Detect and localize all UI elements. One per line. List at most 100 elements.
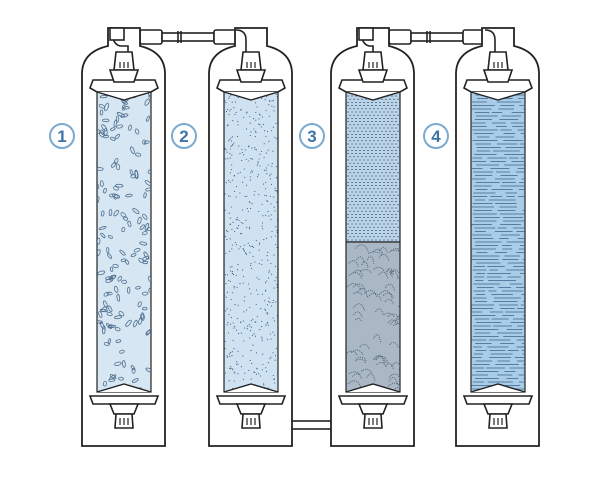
particle-mark bbox=[251, 334, 253, 337]
particle-mark bbox=[244, 327, 246, 329]
granule-mark bbox=[144, 180, 151, 187]
particle-mark bbox=[228, 367, 231, 369]
swirl-mark bbox=[379, 247, 389, 254]
particle-mark bbox=[231, 265, 233, 267]
particle-mark bbox=[254, 135, 256, 138]
granule-mark bbox=[139, 241, 148, 246]
particle-mark bbox=[224, 318, 225, 321]
particle-mark bbox=[258, 373, 260, 375]
granule-mark bbox=[107, 338, 112, 345]
media-texture-1 bbox=[97, 92, 151, 392]
granule-mark bbox=[109, 193, 116, 198]
particle-mark bbox=[269, 333, 271, 335]
granule-mark bbox=[142, 139, 147, 145]
particle-mark bbox=[237, 172, 239, 174]
particle-mark bbox=[224, 193, 226, 195]
granule-mark bbox=[125, 193, 133, 198]
stage-number-3: 3 bbox=[307, 127, 316, 146]
particle-mark bbox=[275, 226, 277, 228]
particle-mark bbox=[261, 203, 263, 205]
swirl-mark bbox=[372, 355, 385, 364]
particle-mark bbox=[267, 164, 269, 166]
particle-mark bbox=[242, 355, 244, 357]
particle-mark bbox=[256, 277, 258, 279]
particle-mark bbox=[255, 149, 257, 151]
particle-mark bbox=[233, 371, 235, 373]
swirl-mark bbox=[366, 255, 375, 264]
particle-mark bbox=[269, 358, 271, 360]
swirl-mark bbox=[387, 319, 398, 326]
particle-mark bbox=[275, 301, 277, 303]
stage-badge-2: 2 bbox=[171, 123, 197, 149]
granule-mark bbox=[97, 320, 103, 324]
particle-mark bbox=[275, 243, 277, 245]
particle-mark bbox=[230, 206, 232, 208]
particle-mark bbox=[224, 236, 226, 238]
swirl-mark bbox=[383, 312, 395, 318]
granule-mark bbox=[97, 167, 104, 171]
particle-mark bbox=[265, 152, 267, 154]
particle-mark bbox=[242, 209, 244, 211]
particle-mark bbox=[249, 179, 251, 181]
particle-mark bbox=[272, 150, 274, 152]
granule-mark bbox=[144, 222, 150, 232]
particle-mark bbox=[275, 235, 277, 237]
particle-mark bbox=[225, 296, 227, 298]
granule-mark bbox=[97, 237, 101, 245]
particle-mark bbox=[271, 230, 273, 233]
particle-mark bbox=[237, 350, 239, 352]
particle-mark bbox=[246, 207, 248, 210]
particle-mark bbox=[232, 144, 234, 146]
particle-mark bbox=[226, 238, 228, 241]
particle-mark bbox=[236, 361, 238, 363]
particle-mark bbox=[233, 287, 235, 289]
particle-mark bbox=[231, 144, 233, 146]
granule-mark bbox=[125, 319, 132, 327]
filter-housing-4 bbox=[455, 27, 540, 447]
particle-mark bbox=[264, 300, 266, 302]
granule-mark bbox=[103, 128, 108, 137]
swirl-mark bbox=[359, 343, 370, 350]
particle-mark bbox=[230, 140, 233, 142]
particle-mark bbox=[263, 169, 265, 171]
granule-mark bbox=[103, 291, 110, 297]
granule-mark bbox=[106, 311, 113, 317]
swirl-mark bbox=[373, 266, 385, 272]
granule-mark bbox=[137, 216, 142, 225]
granule-mark bbox=[111, 193, 121, 199]
particle-mark bbox=[247, 210, 249, 213]
swirl-mark bbox=[356, 256, 365, 263]
particle-mark bbox=[270, 356, 272, 358]
granule-mark bbox=[145, 115, 150, 122]
particle-mark bbox=[275, 347, 277, 349]
granule-mark bbox=[113, 158, 119, 165]
particle-mark bbox=[243, 154, 245, 156]
particle-mark bbox=[267, 324, 270, 326]
particle-mark bbox=[266, 313, 268, 315]
granule-mark bbox=[148, 287, 151, 293]
particle-mark bbox=[249, 134, 251, 137]
particle-mark bbox=[243, 249, 245, 251]
particle-mark bbox=[245, 252, 247, 254]
particle-mark bbox=[239, 192, 241, 194]
particle-mark bbox=[273, 320, 275, 322]
particle-mark bbox=[245, 309, 248, 311]
particle-mark bbox=[226, 355, 228, 357]
particle-mark bbox=[234, 190, 236, 193]
particle-mark bbox=[248, 201, 250, 203]
particle-mark bbox=[269, 175, 271, 177]
particle-mark bbox=[230, 352, 232, 354]
stage-number-4: 4 bbox=[431, 127, 441, 146]
particle-mark bbox=[264, 290, 267, 292]
particle-mark bbox=[237, 304, 239, 306]
media-texture-4 bbox=[471, 94, 525, 390]
particle-mark bbox=[257, 162, 259, 164]
particle-mark bbox=[225, 158, 227, 160]
particle-mark bbox=[274, 359, 276, 361]
swirl-mark bbox=[390, 248, 400, 252]
filter-chamber-3-top bbox=[345, 91, 401, 243]
particle-mark bbox=[233, 107, 235, 109]
particle-mark bbox=[235, 274, 237, 276]
particle-mark bbox=[271, 105, 273, 107]
particle-mark bbox=[232, 273, 235, 276]
